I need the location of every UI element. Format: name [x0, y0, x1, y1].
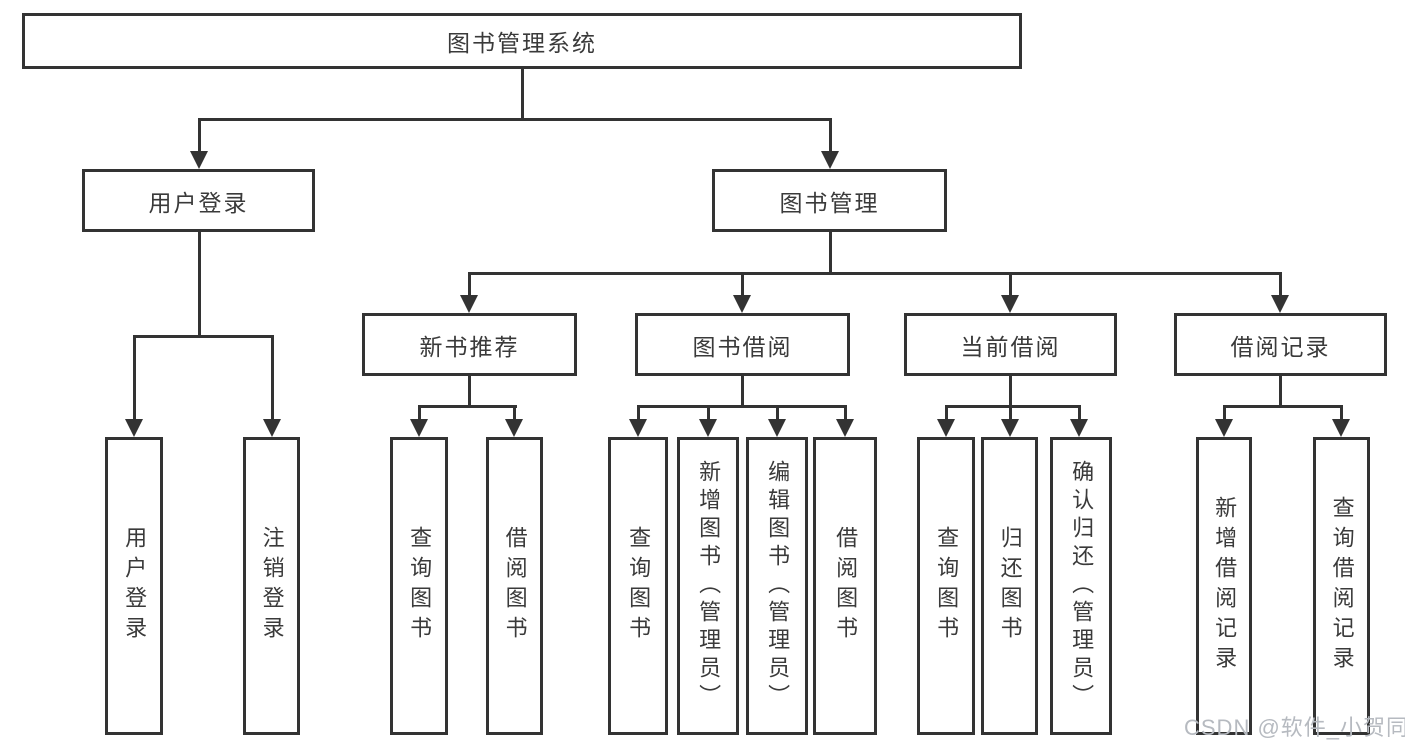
node-current-borrow-label: 当前借阅: [960, 333, 1061, 360]
connector-line: [1279, 272, 1282, 298]
leaf-label: 查询图书: [407, 526, 433, 646]
csdn-watermark: CSDN @软件_小贺同学: [1184, 715, 1405, 740]
node-root-label: 图书管理系统: [447, 30, 597, 56]
arrow-down-icon: [937, 419, 955, 437]
connector-line: [637, 405, 640, 422]
arrow-down-icon: [768, 419, 786, 437]
arrow-down-icon: [1271, 295, 1289, 313]
connector-line: [418, 405, 517, 408]
leaf-borrow-books-recommend: 借阅图书: [486, 437, 543, 735]
leaf-add-books-admin: 新增图书（管理员）: [677, 437, 739, 735]
connector-line: [418, 405, 421, 422]
node-borrow-records: 借阅记录: [1174, 313, 1387, 376]
node-book-borrow: 图书借阅: [635, 313, 850, 376]
connector-line: [844, 405, 847, 422]
connector-line: [707, 405, 710, 422]
leaf-label: 注销登录: [259, 526, 285, 646]
node-root: 图书管理系统: [22, 13, 1022, 69]
arrow-down-icon: [410, 419, 428, 437]
leaf-label: 编辑图书（管理员）: [765, 460, 791, 712]
arrow-down-icon: [460, 295, 478, 313]
leaf-label: 查询图书: [626, 526, 652, 646]
connector-line: [1340, 405, 1343, 422]
arrow-down-icon: [699, 419, 717, 437]
node-book-management-label: 图书管理: [779, 189, 880, 216]
leaf-query-books-current: 查询图书: [917, 437, 975, 735]
node-borrow-records-label: 借阅记录: [1230, 333, 1331, 360]
leaf-query-books-recommend: 查询图书: [390, 437, 448, 735]
connector-line: [133, 335, 274, 338]
leaf-confirm-return-admin: 确认归还（管理员）: [1050, 437, 1112, 735]
leaf-logout: 注销登录: [243, 437, 300, 735]
connector-line: [468, 376, 471, 407]
connector-line: [468, 272, 471, 298]
connector-line: [513, 405, 516, 422]
connector-line: [468, 272, 1282, 275]
connector-line: [1279, 376, 1282, 407]
arrow-down-icon: [629, 419, 647, 437]
leaf-return-books: 归还图书: [981, 437, 1038, 735]
arrow-down-icon: [263, 419, 281, 437]
arrow-down-icon: [1001, 419, 1019, 437]
arrow-down-icon: [733, 295, 751, 313]
leaf-add-borrow-record: 新增借阅记录: [1196, 437, 1252, 735]
leaf-label: 借阅图书: [833, 526, 859, 646]
connector-line: [776, 405, 779, 422]
connector-line: [1009, 376, 1012, 407]
connector-line: [1223, 405, 1343, 408]
arrow-down-icon: [1215, 419, 1233, 437]
connector-line: [198, 232, 201, 337]
connector-line: [1009, 405, 1012, 422]
connector-line: [521, 69, 524, 119]
leaf-label: 用户登录: [122, 526, 148, 646]
node-user-login: 用户登录: [82, 169, 315, 232]
connector-line: [741, 376, 744, 407]
node-user-login-label: 用户登录: [148, 189, 249, 216]
arrow-down-icon: [190, 151, 208, 169]
leaf-label: 确认归还（管理员）: [1069, 460, 1095, 712]
connector-line: [741, 272, 744, 298]
leaf-query-borrow-record: 查询借阅记录: [1313, 437, 1370, 735]
connector-line: [133, 335, 136, 421]
connector-line: [1009, 272, 1012, 298]
leaf-label: 查询图书: [934, 526, 960, 646]
arrow-down-icon: [1070, 419, 1088, 437]
node-current-borrow: 当前借阅: [904, 313, 1117, 376]
connector-line: [945, 405, 948, 422]
connector-line: [829, 232, 832, 274]
node-new-book-recommend-label: 新书推荐: [419, 333, 520, 360]
arrow-down-icon: [1001, 295, 1019, 313]
leaf-label: 归还图书: [997, 526, 1023, 646]
connector-line: [198, 118, 832, 121]
arrow-down-icon: [1332, 419, 1350, 437]
leaf-user-login: 用户登录: [105, 437, 163, 735]
leaf-label: 查询借阅记录: [1329, 496, 1355, 676]
leaf-borrow-books: 借阅图书: [813, 437, 877, 735]
connector-line: [1078, 405, 1081, 422]
connector-line: [945, 405, 1081, 408]
connector-line: [198, 118, 201, 154]
leaf-label: 借阅图书: [502, 526, 528, 646]
arrow-down-icon: [821, 151, 839, 169]
node-book-management: 图书管理: [712, 169, 947, 232]
arrow-down-icon: [505, 419, 523, 437]
arrow-down-icon: [836, 419, 854, 437]
connector-line: [829, 118, 832, 154]
connector-line: [1223, 405, 1226, 422]
leaf-query-books-borrow: 查询图书: [608, 437, 668, 735]
node-new-book-recommend: 新书推荐: [362, 313, 577, 376]
leaf-label: 新增借阅记录: [1212, 496, 1238, 676]
leaf-edit-books-admin: 编辑图书（管理员）: [746, 437, 808, 735]
leaf-label: 新增图书（管理员）: [696, 460, 722, 712]
connector-line: [271, 335, 274, 421]
node-book-borrow-label: 图书借阅: [692, 333, 793, 360]
arrow-down-icon: [125, 419, 143, 437]
connector-line: [637, 405, 847, 408]
